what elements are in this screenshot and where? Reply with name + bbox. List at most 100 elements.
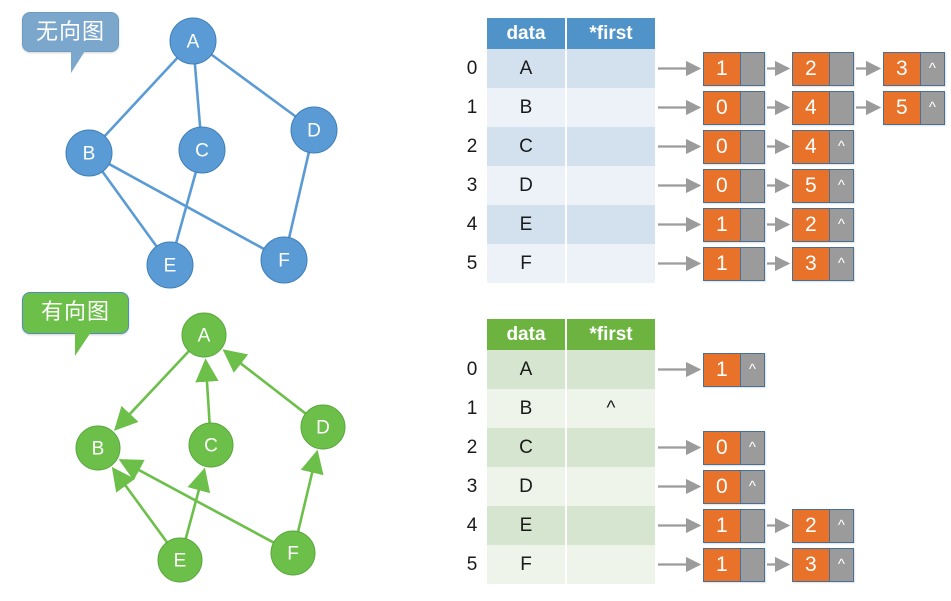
linked-list-node[interactable]: 1 [703,52,765,86]
linked-list-node[interactable]: 0 [703,169,765,203]
cell-data: C [487,127,565,166]
node-next-pointer: ^ [739,432,764,464]
cell-first-pointer [567,127,655,166]
linked-list-node[interactable]: 2 [792,52,854,86]
table-row: D [487,467,655,506]
linked-list-node[interactable]: 5^ [883,91,945,125]
column-header-first: *first [567,319,655,350]
row-index: 3 [466,476,478,497]
graph-edge [287,152,311,238]
graph-edge [114,350,190,431]
linked-list-node[interactable]: 0^ [703,470,765,504]
graph-edge [296,449,324,532]
graph-edge [193,63,202,128]
graph-node-label: B [83,144,96,165]
graph-edge [101,170,158,248]
node-next-pointer [739,549,764,581]
graph-node-f[interactable] [260,236,308,284]
table-row: C [487,428,655,467]
graph-node-f[interactable] [270,530,316,576]
graph-edge [111,466,169,544]
linked-list-node[interactable]: 5^ [792,169,854,203]
linked-list-node[interactable]: 1^ [703,353,765,387]
graph-node-label: F [278,251,290,272]
linked-list-node[interactable]: 2^ [792,509,854,543]
graph-node-c[interactable] [188,422,234,468]
graph-edge [118,459,275,544]
linked-list-node[interactable]: 1 [703,548,765,582]
node-vertex-index: 5 [884,92,920,124]
node-next-pointer [739,170,764,202]
node-vertex-index: 3 [793,549,829,581]
undirected-graph-label-text: 无向图 [35,19,105,44]
linked-list-node[interactable]: 4^ [792,130,854,164]
node-vertex-index: 3 [793,248,829,280]
node-next-pointer: ^ [739,354,764,386]
node-next-pointer [739,209,764,241]
row-index: 5 [466,554,478,575]
node-vertex-index: 0 [704,131,740,163]
table-row: B^ [487,389,655,428]
graph-node-e[interactable] [157,537,203,583]
linked-list-node[interactable]: 1 [703,247,765,281]
node-vertex-index: 5 [793,170,829,202]
node-next-pointer: ^ [828,248,853,280]
table-row: B [487,88,655,127]
row-index: 3 [466,175,478,196]
graph-edge [195,358,219,424]
table-row: D [487,166,655,205]
node-vertex-index: 0 [704,432,740,464]
node-next-pointer [739,53,764,85]
bubble-tail [75,332,91,356]
node-next-pointer: ^ [919,92,944,124]
graph-node-b[interactable] [75,425,121,471]
graph-node-label: C [195,141,209,162]
linked-list-node[interactable]: 0 [703,91,765,125]
cell-data: E [487,506,565,545]
node-vertex-index: 2 [793,510,829,542]
directed-edges [111,349,324,544]
linked-list-node[interactable]: 0 [703,130,765,164]
cell-data: F [487,545,565,584]
linked-list-node[interactable]: 3^ [792,247,854,281]
graph-edge [174,171,198,244]
node-next-pointer [739,131,764,163]
row-index: 2 [466,136,478,157]
linked-list-node[interactable]: 1 [703,208,765,242]
graph-node-a[interactable] [181,312,227,358]
cell-first-pointer [567,205,655,244]
linked-list-node[interactable]: 0^ [703,431,765,465]
linked-list-node[interactable]: 3^ [792,548,854,582]
table-row: A [487,350,655,389]
column-header-first: *first [567,18,655,49]
column-header-data: data [487,319,565,350]
undirected-graph-label-bubble: 无向图 [22,12,119,73]
node-vertex-index: 3 [884,53,920,85]
cell-data: D [487,166,565,205]
row-index: 1 [466,398,478,419]
graph-node-label: E [164,256,177,277]
table-row: E [487,205,655,244]
node-vertex-index: 1 [704,53,740,85]
graph-node-a[interactable] [169,17,217,65]
graph-node-e[interactable] [146,241,194,289]
graph-node-b[interactable] [65,129,113,177]
linked-list-node[interactable]: 1 [703,509,765,543]
row-index: 2 [466,437,478,458]
column-header-data: data [487,18,565,49]
node-next-pointer: ^ [828,131,853,163]
row-index: 4 [466,214,478,235]
graph-node-c[interactable] [178,126,226,174]
graph-node-d[interactable] [290,106,338,154]
linked-list-node[interactable]: 3^ [883,52,945,86]
table-row: F [487,244,655,283]
graph-node-d[interactable] [300,404,346,450]
linked-list-node[interactable]: 2^ [792,208,854,242]
node-vertex-index: 2 [793,53,829,85]
graph-node-label: E [174,551,187,572]
cell-data: A [487,350,565,389]
linked-list-node[interactable]: 4 [792,91,854,125]
